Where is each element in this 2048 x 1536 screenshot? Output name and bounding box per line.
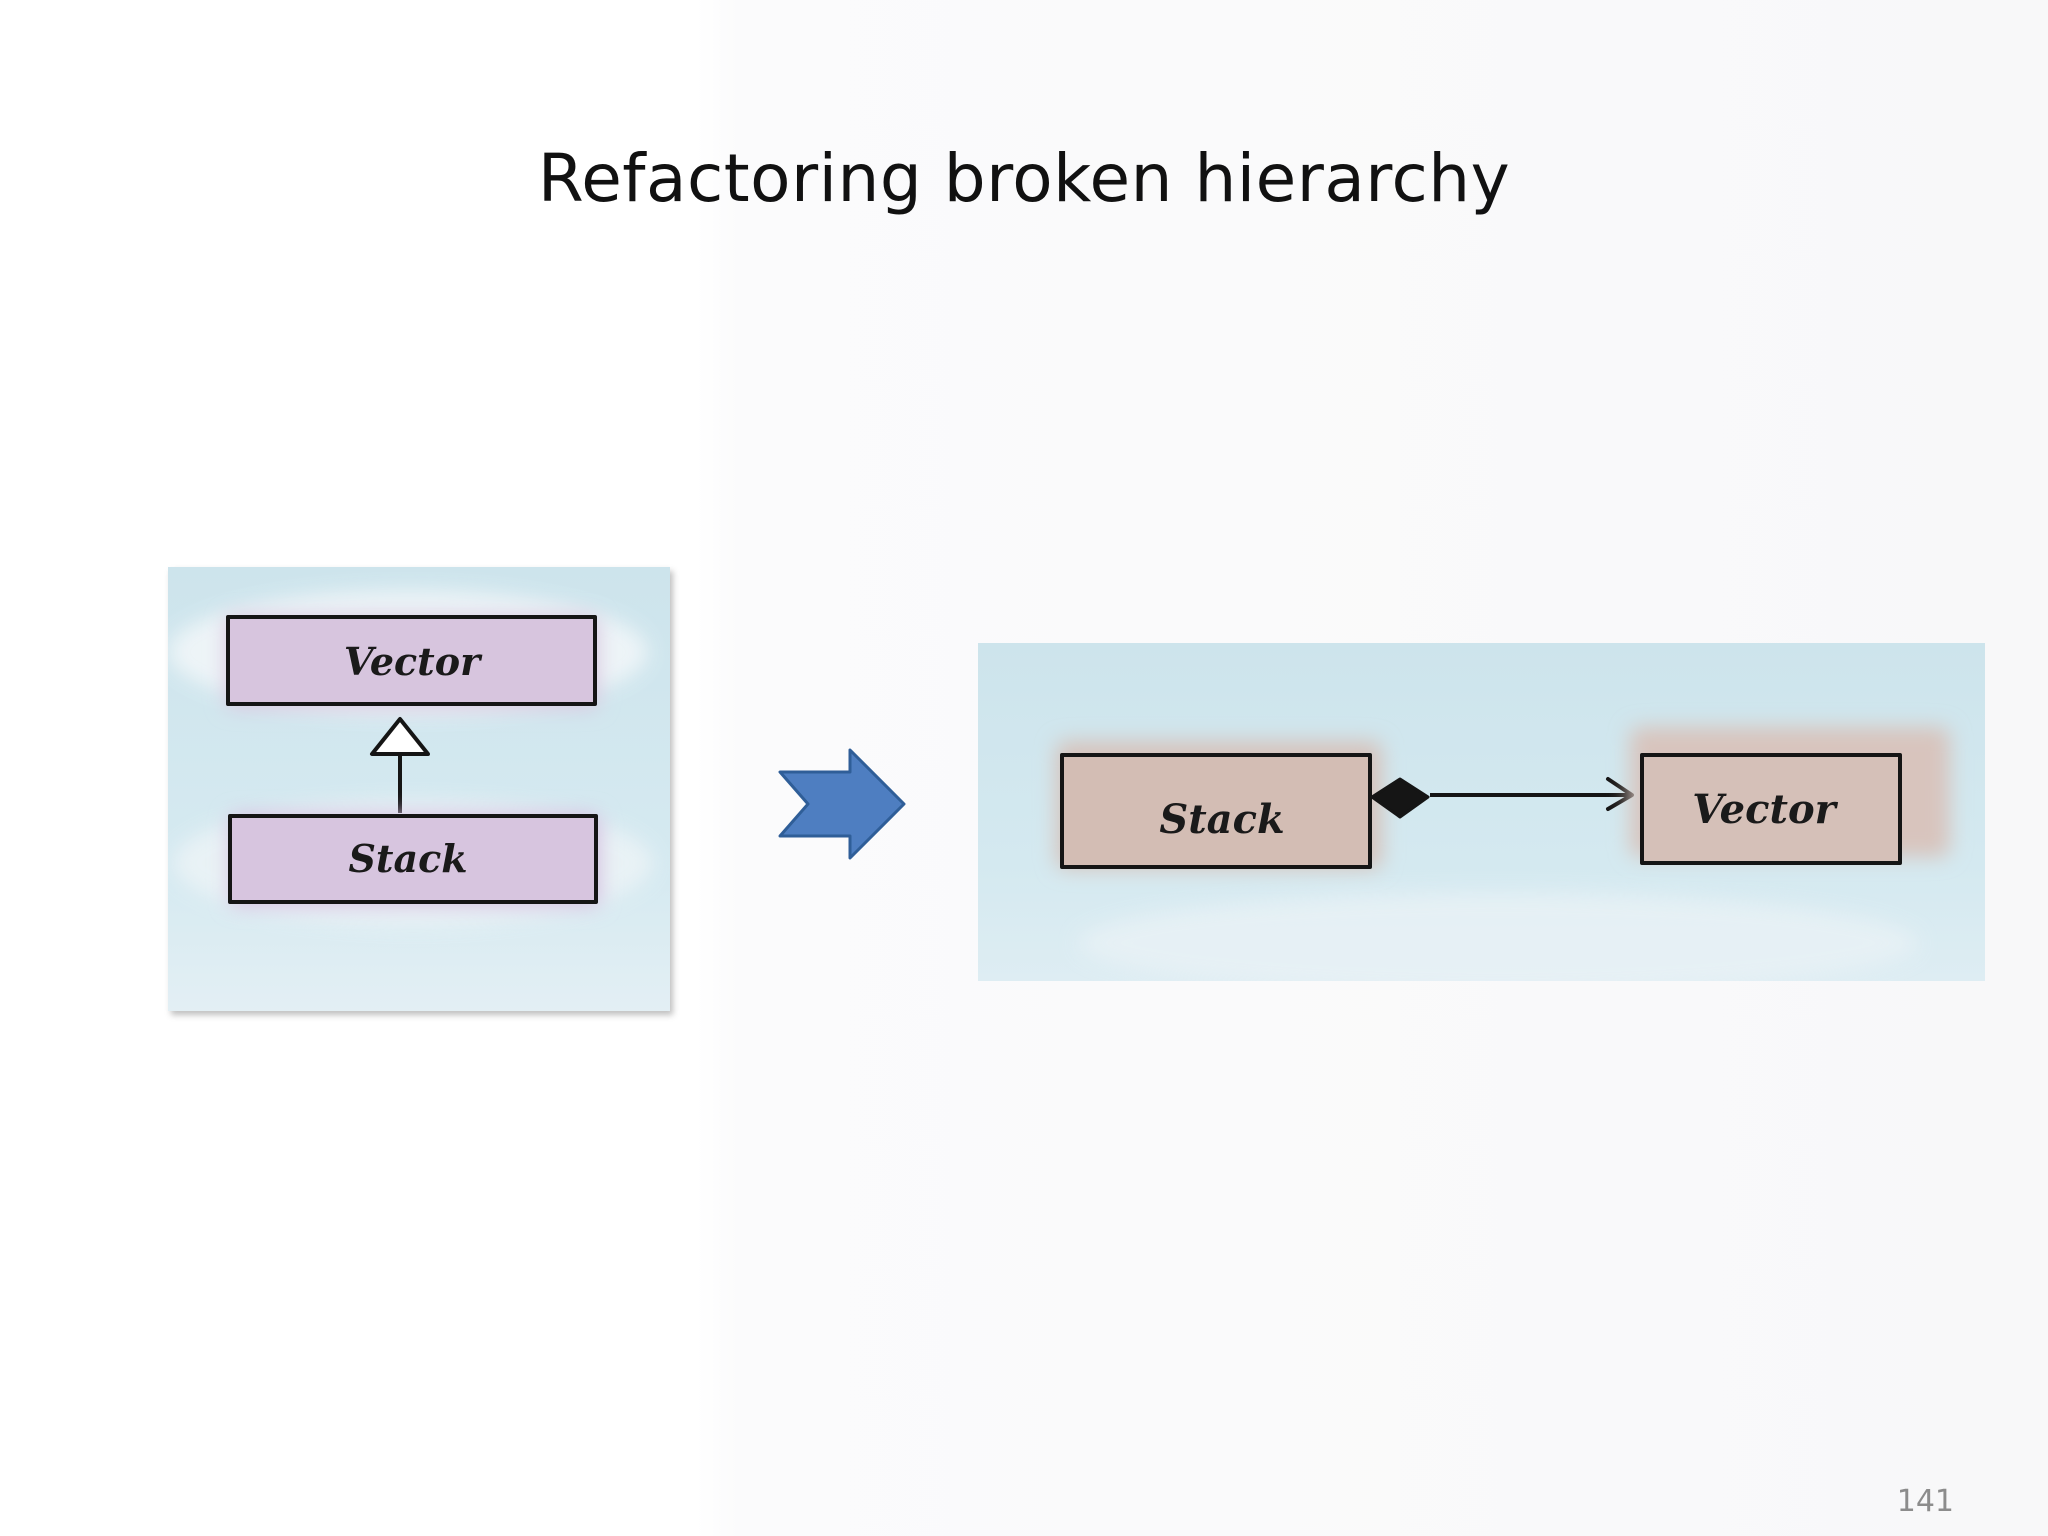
stack-class-label: Stack xyxy=(1159,796,1284,843)
watercolor-cloud xyxy=(1078,893,1918,981)
inheritance-diagram: Vector Stack xyxy=(168,567,670,1011)
vector-class-label: Vector xyxy=(1692,786,1838,833)
composition-diagram: Stack Vector xyxy=(978,643,1985,981)
right-arrow-icon xyxy=(778,748,906,860)
vector-class-box xyxy=(226,615,597,706)
composition-diamond-icon xyxy=(1370,777,1430,819)
slide-title: Refactoring broken hierarchy xyxy=(537,140,1511,217)
page-number: 141 xyxy=(1896,1484,1954,1519)
inheritance-triangle-icon xyxy=(370,717,430,756)
stack-class-box xyxy=(1060,753,1372,869)
stack-class-label: Stack xyxy=(348,836,467,881)
vector-class-box xyxy=(1640,753,1902,865)
vector-class-label: Vector xyxy=(344,639,483,684)
stack-class-box xyxy=(228,814,598,904)
